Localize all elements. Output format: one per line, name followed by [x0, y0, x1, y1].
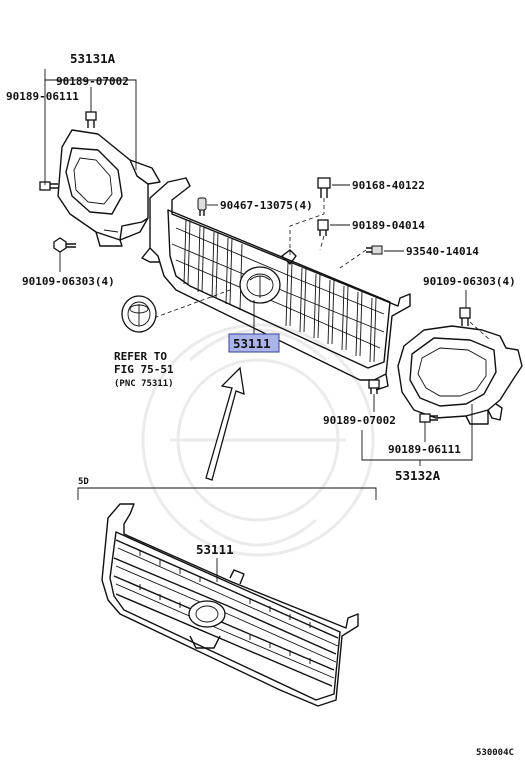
part-number-highlight[interactable]: 53111	[228, 333, 280, 353]
arrow-up-icon	[205, 366, 245, 481]
clip-grille-icon[interactable]	[197, 197, 207, 216]
highlight-box[interactable]	[228, 333, 280, 353]
screw-right-lower-icon[interactable]	[368, 379, 380, 394]
bolt-lower-left-icon[interactable]	[53, 237, 76, 253]
watermark-emblem	[141, 323, 375, 557]
radiator-grille-upper[interactable]	[141, 177, 411, 391]
refer-to-line2: FIG 75-51	[114, 363, 174, 376]
headlamp-housing-right[interactable]	[397, 325, 523, 425]
right-housing-leaders	[361, 290, 491, 466]
screw-grille-top-icon[interactable]	[317, 219, 329, 236]
label-53111-highlighted[interactable]: 53111	[233, 336, 271, 351]
bolt-right-icon[interactable]	[459, 307, 471, 326]
label-53132a: 53132A	[395, 468, 441, 483]
label-53111-lower: 53111	[196, 542, 234, 557]
label-53131a: 53131A	[70, 51, 116, 66]
refer-to-line1: REFER TO	[114, 350, 167, 363]
refer-to-line3: (PNC 75311)	[114, 379, 174, 389]
screw-side-left-icon[interactable]	[39, 181, 58, 191]
diagram-code: 530004C	[476, 748, 514, 758]
grille-leaders	[147, 184, 404, 334]
bolt-grille-top-icon[interactable]	[317, 177, 331, 198]
screw-grille-side-icon[interactable]	[366, 245, 383, 255]
label-90189-07002-right: 90189-07002	[323, 414, 396, 427]
headlamp-housing-left[interactable]	[57, 129, 161, 247]
label-90189-04014: 90189-04014	[352, 219, 425, 232]
label-90109-06303-right: 90109-06303(4)	[423, 275, 516, 288]
label-90189-06111-left: 90189-06111	[6, 90, 79, 103]
label-90189-06111-right: 90189-06111	[388, 443, 461, 456]
label-90189-07002-left: 90189-07002	[56, 75, 129, 88]
label-93540-14014: 93540-14014	[406, 245, 479, 258]
variant-bracket	[77, 487, 377, 500]
radiator-grille-lower[interactable]	[101, 503, 359, 707]
label-90467-13075: 90467-13075(4)	[220, 199, 313, 212]
label-5d: 5D	[78, 477, 89, 487]
left-housing-leader	[44, 69, 137, 272]
label-90109-06303-left: 90109-06303(4)	[22, 275, 115, 288]
toyota-emblem-icon[interactable]	[121, 295, 157, 333]
label-90168-40122: 90168-40122	[352, 179, 425, 192]
screw-upper-left-icon[interactable]	[85, 111, 97, 128]
